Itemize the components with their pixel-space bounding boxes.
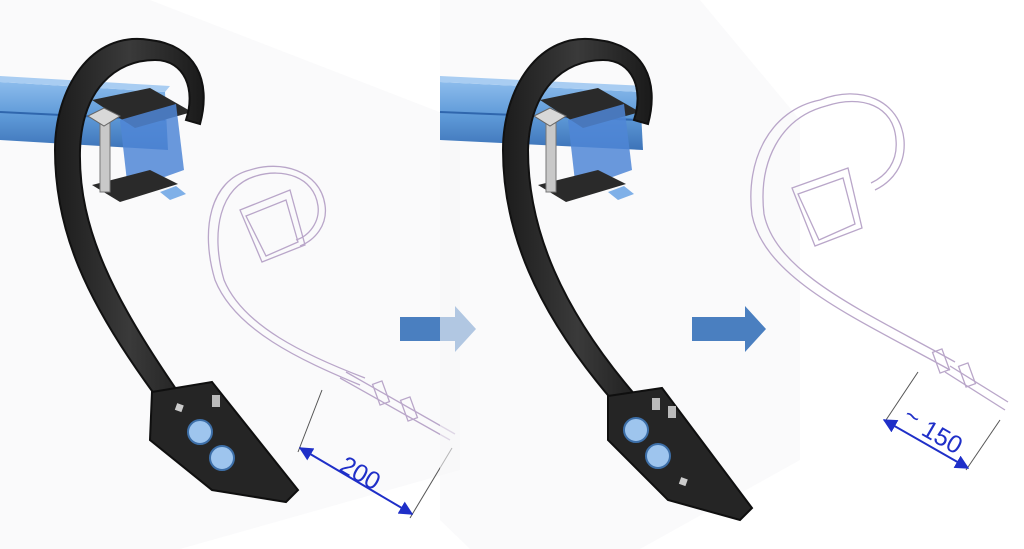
left-panel: 200 <box>0 0 460 549</box>
spring-tine <box>501 37 754 522</box>
wireframe-tine <box>750 93 1009 411</box>
wireframe-tine <box>207 165 456 441</box>
clamp-assembly <box>532 88 640 202</box>
spring-tine <box>53 37 300 504</box>
dimension-label-150: 150 <box>917 415 967 460</box>
middle-panel <box>439 0 800 549</box>
clamp-assembly <box>86 88 192 202</box>
arrow-right-icon <box>692 306 766 352</box>
dimension-approx-symbol: ~ <box>899 401 926 433</box>
